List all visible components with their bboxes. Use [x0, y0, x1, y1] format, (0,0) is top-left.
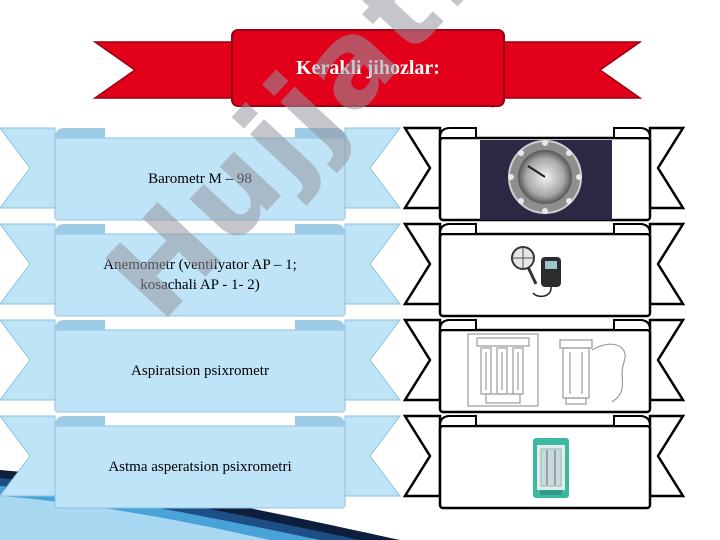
ribbon-aspiratsion	[0, 319, 401, 413]
item-label-anemometr: Anemometr (ventilyator AP – 1; kosachali…	[103, 257, 297, 293]
ribbon-barometr	[0, 127, 401, 221]
ribbon-anemometr	[0, 223, 401, 317]
psychrometer-image	[467, 333, 636, 407]
item-label-astma: Astma asperatsion psixrometri	[108, 459, 292, 475]
assmann-psychrometer-image	[533, 438, 569, 498]
image-ribbon-3	[402, 318, 686, 414]
anemometer-image	[511, 246, 561, 298]
item-label-barometr: Barometr M – 98	[148, 171, 252, 187]
barometer-image	[480, 140, 612, 220]
ribbon-astma	[0, 415, 401, 509]
item-label-aspiratsion: Aspiratsion psixrometr	[131, 363, 269, 379]
slide-title: Kerakli jihozlar:	[296, 56, 440, 79]
